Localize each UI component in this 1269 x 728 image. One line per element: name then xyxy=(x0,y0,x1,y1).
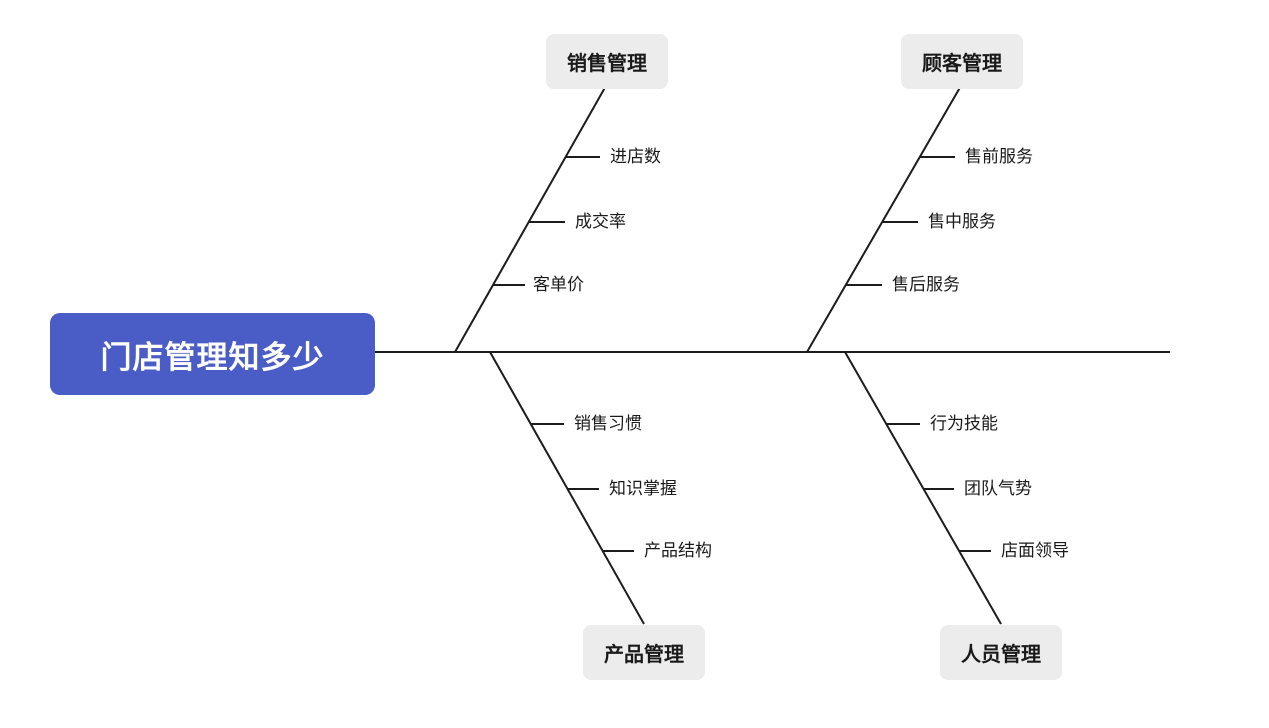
branch-item[interactable]: 成交率 xyxy=(575,212,626,231)
branch-label-product[interactable]: 产品管理 xyxy=(583,625,705,680)
branch-item[interactable]: 知识掌握 xyxy=(609,479,677,498)
branch-label-customer[interactable]: 顾客管理 xyxy=(901,34,1023,89)
branch-item[interactable]: 产品结构 xyxy=(644,541,712,560)
branch-line-staff xyxy=(844,351,1002,625)
branch-item[interactable]: 售前服务 xyxy=(965,147,1033,166)
branch-item[interactable]: 客单价 xyxy=(533,275,584,294)
branch-label-staff[interactable]: 人员管理 xyxy=(940,625,1062,680)
branch-item[interactable]: 行为技能 xyxy=(930,414,998,433)
branch-item[interactable]: 团队气势 xyxy=(964,479,1032,498)
branch-line-sales xyxy=(454,83,608,353)
branch-item[interactable]: 售后服务 xyxy=(892,275,960,294)
branch-item[interactable]: 进店数 xyxy=(610,147,661,166)
branch-item[interactable]: 售中服务 xyxy=(928,212,996,231)
branch-line-customer xyxy=(806,83,963,353)
branch-item[interactable]: 店面领导 xyxy=(1001,541,1069,560)
branch-item[interactable]: 销售习惯 xyxy=(574,414,642,433)
branch-label-sales[interactable]: 销售管理 xyxy=(546,34,668,89)
branch-line-product xyxy=(489,351,645,625)
diagram-title[interactable]: 门店管理知多少 xyxy=(50,313,375,395)
